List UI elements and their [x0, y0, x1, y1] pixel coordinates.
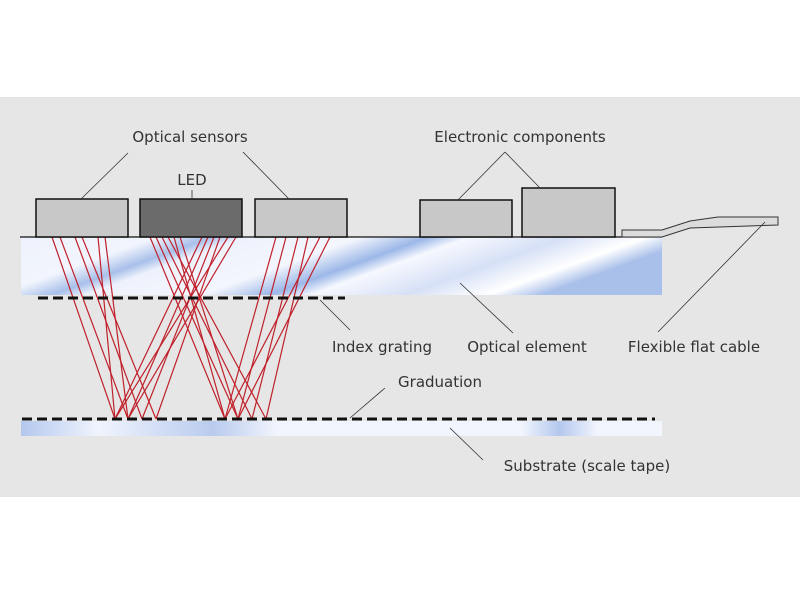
- light-ray: [127, 236, 237, 420]
- light-ray: [114, 236, 229, 420]
- electronic-component-1: [419, 199, 513, 238]
- light-ray: [141, 236, 215, 420]
- light-ray: [155, 236, 239, 420]
- light-ray: [51, 236, 116, 420]
- label-led: LED: [177, 171, 206, 189]
- electronic-component-2: [521, 187, 616, 238]
- light-ray: [179, 236, 239, 420]
- light-ray: [224, 236, 321, 420]
- light-ray: [74, 236, 143, 420]
- light-ray: [237, 236, 331, 420]
- light-ray: [114, 236, 203, 420]
- light-ray: [81, 236, 157, 420]
- light-ray: [265, 236, 309, 420]
- optical-sensor-left: [35, 198, 129, 238]
- flexible-flat-cable: [621, 216, 779, 238]
- light-ray: [127, 236, 209, 420]
- light-ray: [104, 236, 129, 420]
- optical-sensor-right: [254, 198, 348, 238]
- substrate-scale-tape: [21, 421, 662, 436]
- label-flexible-flat-cable: Flexible flat cable: [628, 338, 760, 356]
- light-ray: [97, 236, 116, 420]
- label-graduation: Graduation: [398, 373, 482, 391]
- label-electronic-components: Electronic components: [434, 128, 606, 146]
- label-optical-sensors: Optical sensors: [132, 128, 247, 146]
- light-ray: [167, 236, 267, 420]
- light-ray: [224, 236, 277, 420]
- label-substrate: Substrate (scale tape): [504, 457, 670, 475]
- label-index-grating: Index grating: [332, 338, 432, 356]
- light-ray: [59, 236, 129, 420]
- light-rays: [51, 236, 331, 420]
- light-ray: [173, 236, 226, 420]
- leader-lines: [79, 151, 766, 461]
- light-ray: [251, 236, 299, 420]
- led: [139, 198, 243, 238]
- light-ray: [161, 236, 253, 420]
- light-ray: [237, 236, 287, 420]
- optical-element: [21, 237, 662, 295]
- label-optical-element: Optical element: [467, 338, 587, 356]
